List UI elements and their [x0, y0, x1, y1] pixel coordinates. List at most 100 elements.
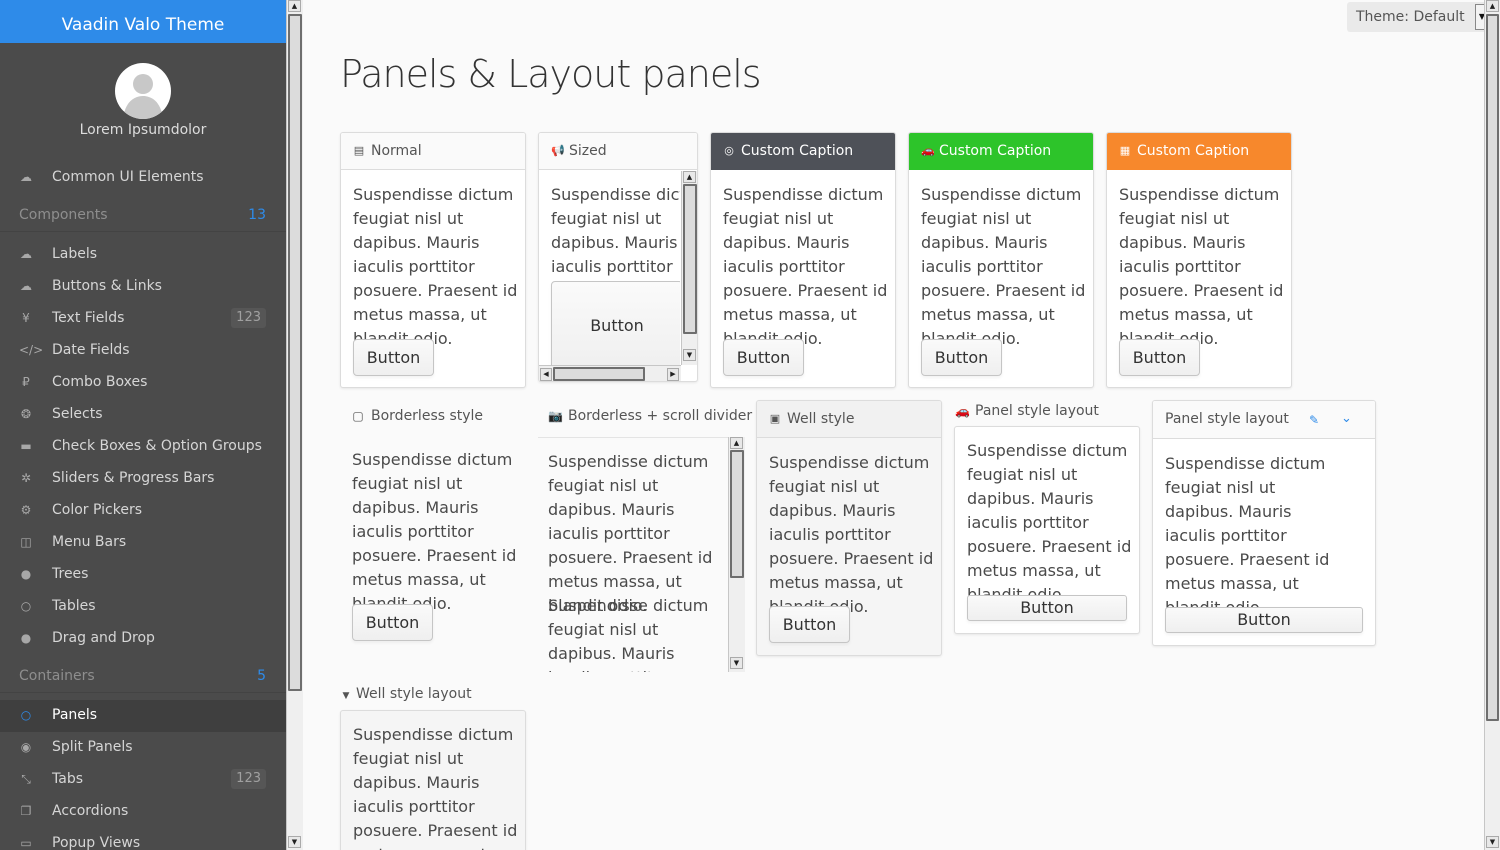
car-icon: 🚗 — [955, 404, 970, 418]
comments-icon: ● — [20, 631, 32, 645]
main-content: Panels & Layout panels Theme: Default ▼ … — [303, 0, 1484, 850]
scroll-down-arrow-icon[interactable]: ▼ — [683, 349, 696, 361]
panel-caption: 🚗Panel style layout — [955, 403, 1099, 419]
comment-icon: ● — [20, 567, 32, 581]
menu-item-trees[interactable]: ●Trees — [20, 566, 89, 582]
panel-sized: 📢Sized Suspendisse dictum feugiat nisl u… — [538, 132, 698, 382]
panel-text: Suspendisse dictum feugiat nisl ut dapib… — [548, 596, 709, 672]
credit-card-icon: ▭ — [20, 836, 32, 850]
menu-item-buttons-links[interactable]: ☁Buttons & Links — [20, 278, 162, 294]
panel-caption: 🚗Custom Caption — [909, 133, 1093, 170]
chevron-down-icon[interactable]: ⌄ — [1341, 411, 1352, 426]
menu-item-combo-boxes[interactable]: ₽Combo Boxes — [0, 367, 286, 399]
panel-text: Suspendisse dictum feugiat nisl ut dapib… — [967, 441, 1132, 604]
scroll-thumb[interactable] — [553, 367, 645, 381]
menu-item-labels[interactable]: ☁Labels — [20, 246, 98, 262]
scroll-up-arrow-icon[interactable]: ▲ — [1486, 0, 1499, 12]
count-badge: 123 — [231, 769, 266, 789]
panel-button[interactable]: Button — [551, 281, 680, 367]
panel-well-style-layout: ▼Well style layout Suspendisse dictum fe… — [340, 686, 526, 850]
menu-item-tables[interactable]: ○Tables — [20, 598, 96, 614]
caret-down-icon[interactable]: ▼ — [342, 691, 350, 701]
panel-style-layout-toolbar: Panel style layout ✎ ⌄ Suspendisse dictu… — [1152, 400, 1376, 646]
comment-outline-icon: ○ — [20, 599, 32, 613]
tray-icon: ▬ — [20, 439, 32, 453]
scroll-thumb[interactable] — [683, 184, 697, 334]
menu-item-accordions[interactable]: ❐Accordions — [20, 803, 129, 819]
menu-item-sliders[interactable]: ✲Sliders & Progress Bars — [20, 470, 215, 486]
panel-borderless-scroll: 📷Borderless + scroll divider Suspendisse… — [538, 408, 752, 673]
theme-select[interactable]: Theme: Default ▼ — [1347, 2, 1484, 32]
menu-item-menu-bars[interactable]: ◫Menu Bars — [20, 534, 127, 550]
chevron-down-icon[interactable]: ▼ — [1475, 4, 1484, 30]
panel-caption: ▦Custom Caption — [1107, 133, 1291, 170]
panel-button[interactable]: Button — [769, 606, 850, 643]
pencil-icon[interactable]: ✎ — [1309, 413, 1320, 427]
sidebar-scrollbar[interactable]: ▲ ▼ — [286, 0, 303, 850]
camera-icon: 📷 — [548, 409, 563, 423]
menu-item-common-ui-elements[interactable]: ☁Common UI Elements — [20, 169, 204, 185]
panel-hscrollbar[interactable]: ◀ ▶ — [539, 365, 681, 381]
panel-button[interactable]: Button — [1165, 607, 1363, 633]
panel-text: Suspendisse dictum feugiat nisl ut dapib… — [548, 452, 713, 615]
life-ring-icon: ❂ — [20, 407, 32, 421]
bullseye-icon: ◎ — [724, 144, 734, 157]
panel-vscrollbar[interactable]: ▲ ▼ — [728, 437, 745, 672]
app-title: Vaadin Valo Theme — [0, 0, 286, 43]
file-icon: ▤ — [353, 144, 365, 157]
comments-outline-icon: ○ — [20, 708, 32, 722]
menu-item-selects[interactable]: ❂Selects — [20, 406, 103, 422]
panel-button[interactable]: Button — [967, 595, 1127, 621]
menu-item-check-boxes[interactable]: ▬Check Boxes & Option Groups — [20, 438, 262, 454]
panel-button[interactable]: Button — [1119, 339, 1200, 376]
scroll-down-arrow-icon[interactable]: ▼ — [288, 836, 301, 848]
ruble-icon: ₽ — [22, 375, 30, 389]
main-scrollbar[interactable]: ▲ ▼ — [1484, 0, 1500, 850]
camera-retro-icon: ▣ — [769, 412, 781, 425]
panel-text: Suspendisse dictum feugiat nisl ut dapib… — [353, 725, 518, 850]
scroll-left-arrow-icon[interactable]: ◀ — [540, 368, 552, 381]
compass-icon: ◉ — [20, 740, 32, 754]
panel-custom-caption-dark: ◎Custom Caption Suspendisse dictum feugi… — [710, 132, 896, 388]
sidebar-scroll-thumb[interactable] — [288, 14, 302, 691]
panel-caption: ▼Well style layout — [342, 686, 472, 702]
panel-button[interactable]: Button — [723, 339, 804, 376]
panel-scroll-area[interactable]: Suspendisse dictum feugiat nisl ut dapib… — [538, 437, 728, 672]
scroll-right-arrow-icon[interactable]: ▶ — [667, 368, 679, 381]
main-scroll-thumb[interactable] — [1486, 14, 1499, 721]
menu-item-panels[interactable]: ○Panels — [0, 700, 286, 732]
scroll-down-arrow-icon[interactable]: ▼ — [730, 657, 743, 669]
user-name[interactable]: Lorem Ipsumdolor — [79, 122, 207, 138]
gears-icon: ⚙ — [20, 503, 32, 517]
panel-button[interactable]: Button — [921, 339, 1002, 376]
panel-text: Suspendisse dictum feugiat nisl ut dapib… — [1165, 454, 1330, 617]
scroll-up-arrow-icon[interactable]: ▲ — [730, 437, 743, 449]
menu-item-split-panels[interactable]: ◉Split Panels — [20, 739, 133, 755]
menu-item-date-fields[interactable]: </>Date Fields — [19, 342, 130, 358]
panel-text: Suspendisse dictum feugiat nisl ut dapib… — [551, 185, 680, 276]
panel-button[interactable]: Button — [353, 339, 434, 376]
panel-caption: 📢Sized — [539, 133, 697, 170]
scroll-up-arrow-icon[interactable]: ▲ — [683, 171, 696, 183]
menu-item-popup-views[interactable]: ▭Popup Views — [20, 835, 141, 850]
panel-custom-caption-orange: ▦Custom Caption Suspendisse dictum feugi… — [1106, 132, 1292, 388]
cloud-download-icon: ☁ — [20, 279, 32, 293]
panel-caption: 📷Borderless + scroll divider — [548, 408, 753, 424]
menu-item-color-pickers[interactable]: ⚙Color Pickers — [20, 502, 142, 518]
panel-caption: Panel style layout ✎ ⌄ — [1153, 401, 1375, 439]
avatar[interactable] — [115, 63, 171, 119]
panel-button[interactable]: Button — [352, 604, 433, 641]
scroll-up-arrow-icon[interactable]: ▲ — [288, 0, 301, 12]
gear-icon: ✲ — [20, 471, 32, 485]
panel-text: Suspendisse dictum feugiat nisl ut dapib… — [352, 450, 517, 613]
panel-vscrollbar[interactable]: ▲ ▼ — [681, 171, 697, 365]
panel-scroll-area[interactable]: Suspendisse dictum feugiat nisl ut dapib… — [539, 171, 680, 367]
panel-well-box: Suspendisse dictum feugiat nisl ut dapib… — [340, 710, 526, 850]
scroll-down-arrow-icon[interactable]: ▼ — [1486, 836, 1499, 848]
panel-caption: ▤Normal — [341, 133, 525, 170]
menu-item-drag-and-drop[interactable]: ●Drag and Drop — [20, 630, 155, 646]
scroll-thumb[interactable] — [730, 450, 744, 578]
